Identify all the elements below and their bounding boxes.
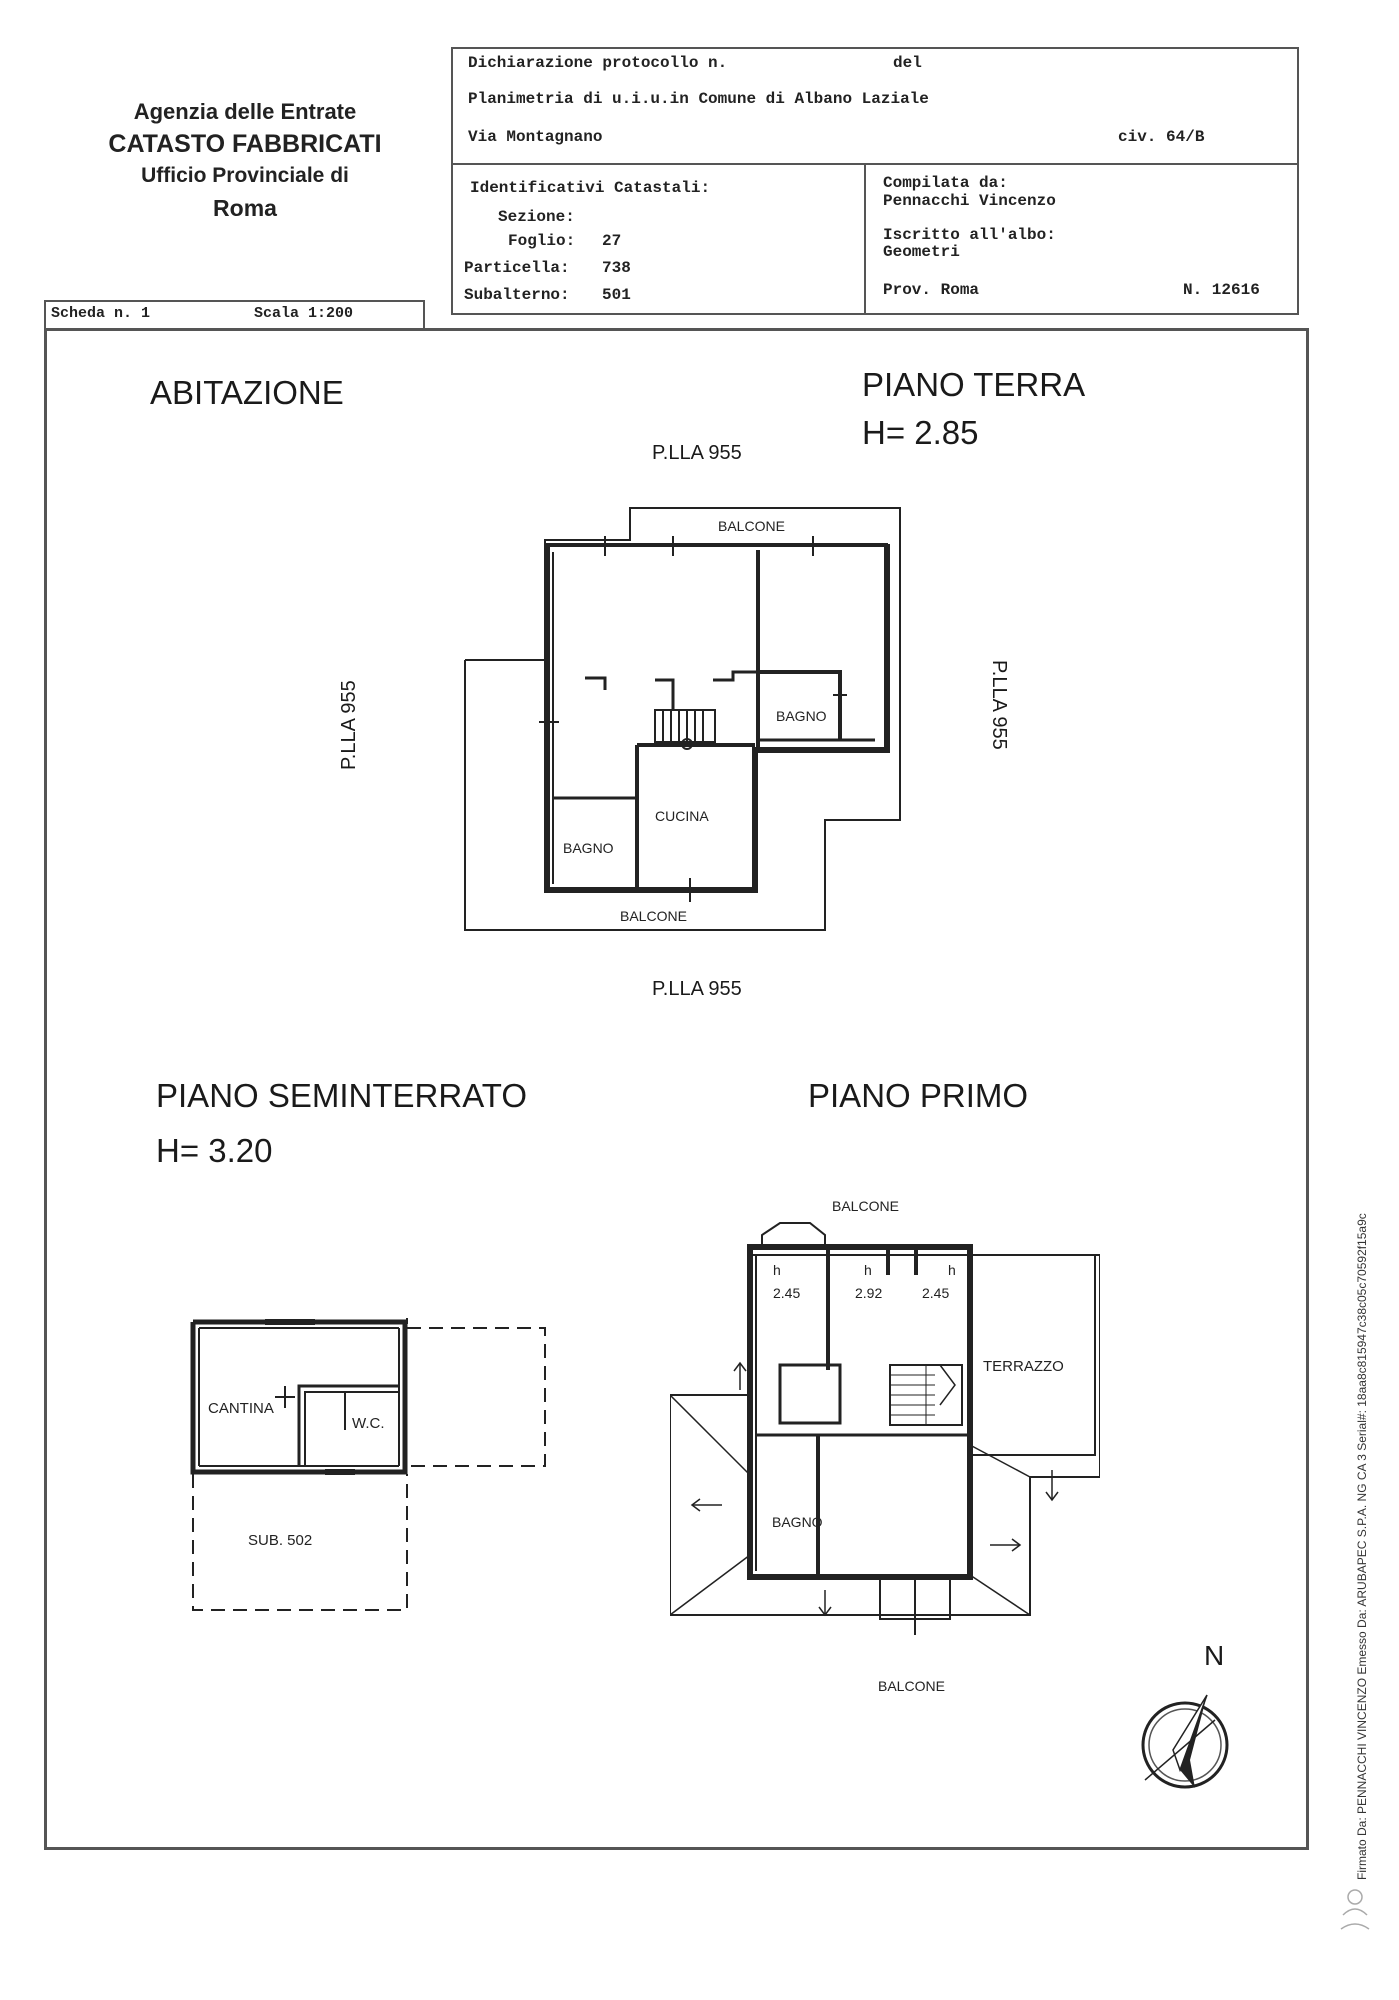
first-bagno: BAGNO (772, 1514, 823, 1530)
agency-line-1: Agenzia delle Entrate (133, 99, 357, 124)
plla-bottom-label: P.LLA 955 (652, 978, 742, 1000)
foglio-value: 27 (602, 232, 622, 250)
foglio-label: Foglio: (508, 232, 576, 250)
prov-label: Prov. Roma (883, 281, 980, 299)
first-h-label-2: h (864, 1262, 872, 1278)
address-text: Via Montagnano (468, 128, 603, 146)
particella-label: Particella: (464, 259, 570, 277)
drawing-frame (44, 328, 1309, 1850)
scheda-label: Scheda n. 1 (51, 305, 151, 322)
plla-top-label: P.LLA 955 (652, 442, 742, 464)
ground-floor-title: PIANO TERRA (862, 366, 1086, 403)
agency-line-3: Ufficio Provinciale di (141, 164, 349, 187)
ground-balcone-bottom: BALCONE (620, 908, 687, 924)
basement-sub: SUB. 502 (248, 1532, 313, 1549)
basement-plan (190, 1318, 546, 1611)
first-floor-plan (670, 1222, 1100, 1635)
albo-label: Iscritto all'albo: (883, 226, 1056, 244)
basement-wc: W.C. (352, 1415, 385, 1432)
first-h-value-2: 2.92 (855, 1285, 883, 1301)
first-terrazzo: TERRAZZO (983, 1358, 1064, 1375)
plla-left-label: P.LLA 955 (338, 680, 360, 770)
header-box (451, 47, 1299, 315)
agency-line-2: CATASTO FABBRICATI (108, 130, 382, 158)
stamp-icon (1340, 1889, 1370, 1930)
ground-cucina: CUCINA (655, 808, 709, 824)
albo-number: N. 12616 (1183, 281, 1260, 299)
del-label: del (893, 54, 922, 72)
basement-height: H= 3.20 (156, 1132, 273, 1169)
first-balcone-top: BALCONE (832, 1198, 899, 1214)
first-balcone-bottom: BALCONE (878, 1678, 945, 1694)
first-h-label-1: h (773, 1262, 781, 1278)
digital-signature: Firmato Da: PENNACCHI VINCENZO Emesso Da… (1355, 1213, 1369, 1880)
ground-floor-height: H= 2.85 (862, 414, 979, 451)
header-divider-v (864, 163, 866, 315)
plan-title: ABITAZIONE (150, 374, 344, 411)
basement-cantina: CANTINA (208, 1400, 274, 1417)
compiled-label: Compilata da: (883, 174, 1008, 192)
ground-balcone-top: BALCONE (718, 518, 785, 534)
civic-number: civ. 64/B (1118, 128, 1205, 146)
ground-floor-plan (464, 507, 901, 931)
sezione-label: Sezione: (498, 208, 575, 226)
subalterno-label: Subalterno: (464, 286, 570, 304)
first-h-value-1: 2.45 (773, 1285, 801, 1301)
planimetria-text: Planimetria di u.i.u.in Comune di Albano… (468, 90, 929, 108)
compiler-name: Pennacchi Vincenzo (883, 192, 1056, 210)
identifiers-title: Identificativi Catastali: (470, 179, 711, 197)
subalterno-value: 501 (602, 286, 631, 304)
albo-value: Geometri (883, 243, 960, 261)
first-floor-title: PIANO PRIMO (808, 1077, 1029, 1114)
first-h-label-3: h (948, 1262, 956, 1278)
ground-bagno-left: BAGNO (563, 840, 614, 856)
scheda-scale: Scala 1:200 (254, 305, 354, 322)
particella-value: 738 (602, 259, 631, 277)
agency-block: Agenzia delle Entrate CATASTO FABBRICATI… (80, 96, 410, 224)
agency-line-4: Roma (213, 195, 277, 221)
first-h-value-3: 2.45 (922, 1285, 950, 1301)
ground-bagno-right: BAGNO (776, 708, 827, 724)
north-compass-icon (1141, 1694, 1229, 1789)
header-divider-h (451, 163, 1299, 165)
basement-title: PIANO SEMINTERRATO (156, 1077, 527, 1114)
plla-right-label: P.LLA 955 (988, 660, 1010, 750)
north-label: N (1204, 1640, 1225, 1671)
protocol-label: Dichiarazione protocollo n. (468, 54, 728, 72)
